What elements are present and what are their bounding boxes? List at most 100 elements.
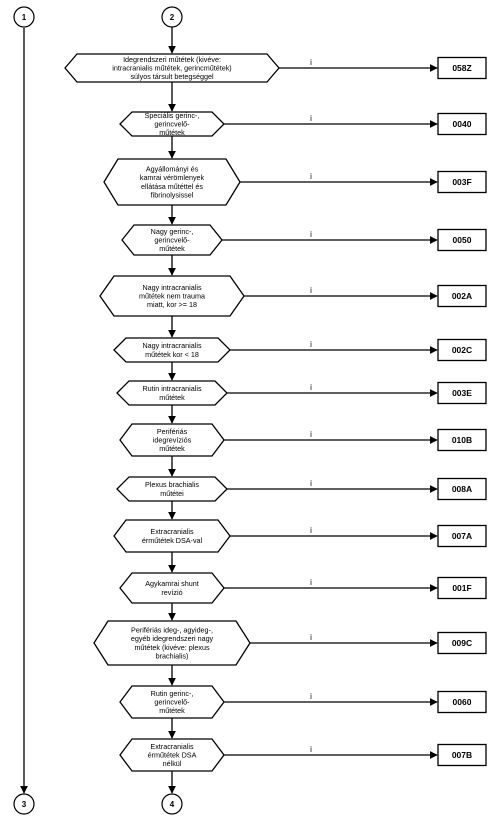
decision-label-line: Agyállományi és — [146, 165, 199, 174]
branch-label: i — [310, 58, 312, 67]
result-box — [437, 428, 487, 452]
result-code: 009C — [452, 638, 472, 648]
branch-label: i — [310, 633, 312, 642]
decision-label-line: műtétek (kivéve: plexus — [134, 643, 210, 652]
branch-label: i — [310, 692, 312, 701]
decision-label-line: Perifériás — [157, 427, 188, 436]
result-box — [437, 690, 487, 714]
result-code: 003F — [452, 177, 471, 187]
decision-label-line: gerincvelő- — [154, 120, 190, 129]
result-code: 008A — [452, 484, 472, 494]
decision-label-line: ellátása műtéttel és — [141, 182, 203, 191]
result-code: 002A — [452, 291, 472, 301]
decision-label-line: Plexus brachialis — [145, 480, 199, 489]
result-box — [437, 477, 487, 501]
decision-label-line: Extracranialis — [150, 527, 194, 536]
decision-label-line: miatt, kor >= 18 — [147, 300, 197, 309]
decision-label-line: kamrai vérömlenyek — [140, 173, 205, 182]
result-code: 007B — [452, 750, 472, 760]
branch-label: i — [310, 578, 312, 587]
branch-label: i — [310, 526, 312, 535]
decision-label-line: érműtétek DSA-val — [142, 536, 203, 545]
decision-node: Perifériás ideg-, agyideg-,egyéb idegren… — [93, 620, 487, 666]
decision-label-line: revízió — [161, 588, 182, 597]
result-code: 0040 — [453, 119, 472, 129]
result-code: 002C — [452, 345, 472, 355]
decision-label-line: műtétek — [159, 706, 185, 715]
decision-label-line: nélkül — [163, 759, 182, 768]
decision-node: Rutin gerinc-,gerincvelő-műtétek i 0060 — [119, 685, 487, 719]
branch-label: i — [310, 340, 312, 349]
result-code: 0050 — [453, 235, 472, 245]
connector-bottom-left: 3 — [13, 793, 35, 815]
result-box — [437, 631, 487, 655]
branch-label: i — [310, 286, 312, 295]
decision-label-line: Agykamrai shunt — [145, 579, 199, 588]
result-box — [437, 743, 487, 767]
decision-label-line: Nagy gerinc-, — [151, 227, 194, 236]
result-box — [437, 576, 487, 600]
svg-text:2: 2 — [170, 13, 175, 22]
result-code: 007A — [452, 531, 472, 541]
branch-label: i — [310, 430, 312, 439]
decision-node: Speciális gerinc-,gerincvelő-műtétek i 004… — [119, 111, 487, 137]
decision-label-line: műtétei — [160, 489, 184, 498]
result-box — [437, 56, 487, 80]
svg-text:4: 4 — [170, 800, 175, 809]
decision-label-line: gerincvelő- — [154, 698, 190, 707]
result-code: 003E — [452, 388, 472, 398]
decision-label-line: Rutin gerinc-, — [151, 689, 194, 698]
decision-label-line: műtétek — [159, 128, 185, 137]
decision-node: Idegrendszeri műtétek (kivéve:intracrani… — [64, 53, 487, 83]
svg-text:3: 3 — [22, 800, 27, 809]
decision-label-line: Nagy intracranialis — [142, 341, 202, 350]
decision-node: Nagy gerinc-,gerincvelő-műtétek i 0050 — [121, 224, 487, 256]
svg-text:1: 1 — [22, 13, 27, 22]
connector-top-right: 2 — [161, 6, 183, 28]
result-code: 010B — [452, 435, 472, 445]
decision-label-line: Idegrendszeri műtétek (kivéve: — [123, 55, 221, 64]
decision-label-line: műtétek kor < 18 — [145, 350, 199, 359]
result-box — [437, 284, 487, 308]
result-box — [437, 170, 487, 194]
decision-label-line: érműtétek DSA — [148, 751, 197, 760]
result-box — [437, 228, 487, 252]
decision-list: Idegrendszeri műtétek (kivéve:intracrani… — [64, 27, 487, 794]
decision-label-line: fibrinolysissel — [151, 190, 194, 199]
result-box — [437, 381, 487, 405]
branch-label: i — [310, 172, 312, 181]
result-code: 0060 — [453, 697, 472, 707]
branch-label: i — [310, 230, 312, 239]
decision-label-line: súlyos társult betegséggel — [130, 72, 214, 81]
decision-label-line: brachialis) — [156, 651, 189, 660]
result-box — [437, 338, 487, 362]
decision-label-line: idegrevíziós — [153, 436, 192, 445]
result-code: 058Z — [452, 63, 471, 73]
decision-label-line: Nagy intracranialis — [142, 283, 202, 292]
result-code: 001F — [452, 583, 471, 593]
decision-label-line: Speciális gerinc-, — [145, 111, 200, 120]
decision-label-line: műtétek — [159, 444, 185, 453]
branch-label: i — [310, 114, 312, 123]
decision-label-line: műtétek — [159, 393, 185, 402]
decision-label-line: Rutin intracranialis — [142, 384, 202, 393]
decision-label-line: műtétek — [159, 244, 185, 253]
decision-label-line: gerincvelő- — [154, 236, 190, 245]
result-box — [437, 112, 487, 136]
decision-label-line: intracranialis műtétek, gerincműtétek) — [112, 64, 231, 73]
decision-label-line: egyéb idegrendszeri nagy — [131, 634, 214, 643]
decision-label-line: műtétek nem trauma — [139, 292, 205, 301]
branch-label: i — [310, 479, 312, 488]
decision-label-line: Extracranialis — [150, 742, 194, 751]
connector-top-left: 1 — [13, 6, 35, 28]
connector-bottom-right: 4 — [161, 793, 183, 815]
